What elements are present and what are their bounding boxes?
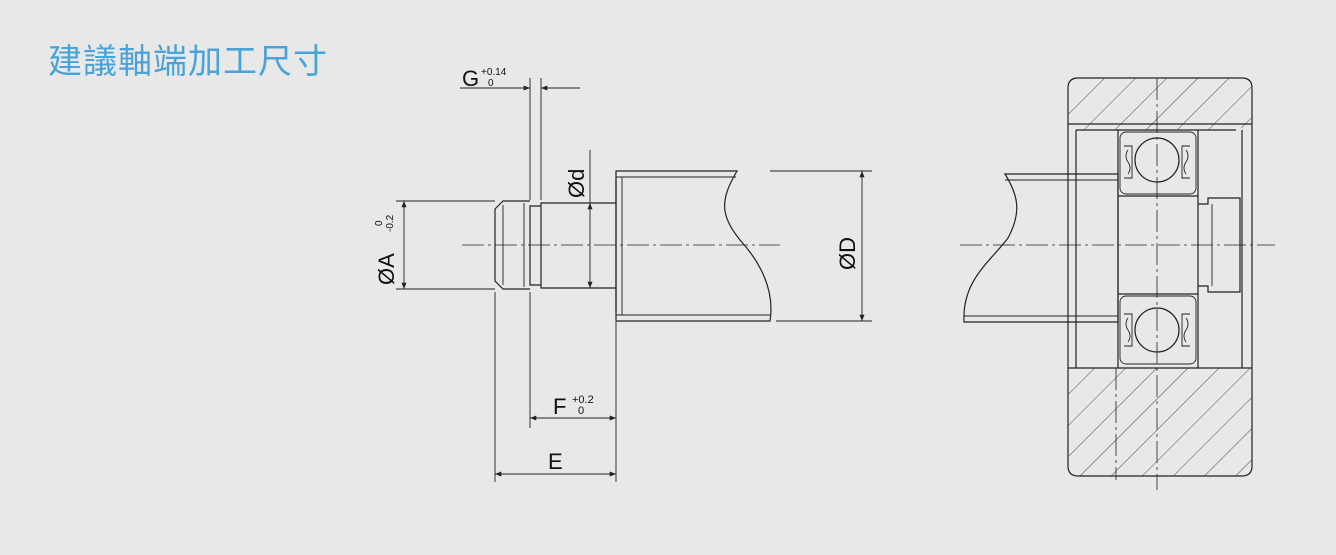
label-a: ØA bbox=[374, 253, 399, 285]
tol-g-upper: +0.14 bbox=[481, 67, 507, 78]
outer-ring bbox=[1067, 77, 1253, 477]
dimension-g: G +0.14 0 bbox=[460, 66, 580, 200]
bearing-ball-bottom bbox=[1119, 295, 1197, 365]
dimension-d: Ød bbox=[564, 150, 593, 289]
label-f: F bbox=[553, 394, 566, 419]
dimension-a: ØA 0 -0.2 bbox=[374, 200, 495, 290]
tol-f-upper: +0.2 bbox=[572, 394, 594, 406]
label-e: E bbox=[548, 449, 563, 474]
dimension-f: F +0.2 0 bbox=[529, 292, 617, 482]
tol-f-lower: 0 bbox=[578, 405, 584, 417]
page-title: 建議軸端加工尺寸 bbox=[48, 42, 328, 82]
bearing-ball-top bbox=[1119, 131, 1197, 195]
label-g: G bbox=[462, 66, 479, 91]
label-dd: ØD bbox=[835, 237, 860, 270]
shaft-body bbox=[615, 170, 772, 322]
dimension-dd: ØD bbox=[770, 170, 872, 322]
shaft-section bbox=[963, 173, 1119, 323]
shaft-end-profile bbox=[462, 170, 780, 322]
tol-g-lower: 0 bbox=[488, 78, 494, 89]
dimension-e: E bbox=[494, 292, 616, 482]
tol-a-lower: -0.2 bbox=[385, 214, 396, 232]
assembly-section bbox=[960, 77, 1275, 490]
label-d: Ød bbox=[564, 169, 589, 198]
tol-a-upper: 0 bbox=[374, 220, 385, 226]
